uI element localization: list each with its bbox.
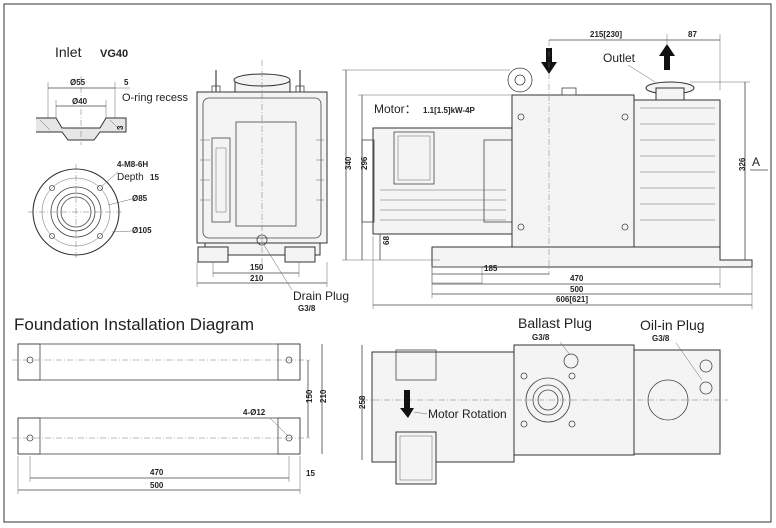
side-dim-500: 500 <box>570 285 584 294</box>
dim-5: 5 <box>124 78 129 87</box>
side-dim-340: 340 <box>344 156 353 170</box>
pump-body <box>511 94 635 248</box>
foundation-dim-150: 150 <box>305 389 314 403</box>
foundation-holes: 4-Ø12 <box>243 408 266 417</box>
lifting-eye <box>507 67 533 93</box>
oil-in-plug-icon <box>699 381 713 395</box>
side-dim-68: 68 <box>382 236 391 245</box>
inlet-flange-top <box>525 377 571 423</box>
side-view: Motor： 1.1[1.5]kW-4P Outlet 215[230] 87 … <box>342 30 768 309</box>
flange-depth-val: 15 <box>150 173 159 182</box>
dim-d40: Ø40 <box>72 97 88 106</box>
terminal-box <box>393 131 435 185</box>
top-dim-258: 258 <box>358 395 367 409</box>
motor-spec: 1.1[1.5]kW-4P <box>423 106 476 115</box>
dim-d55: Ø55 <box>70 78 86 87</box>
side-dim-296: 296 <box>360 156 369 170</box>
motor-label: Motor： <box>374 102 417 116</box>
front-view: 150 210 Drain Plug G3/8 <box>196 60 349 313</box>
side-dim-185: 185 <box>484 264 498 273</box>
terminal-box-top <box>395 431 437 485</box>
view-a-label: A <box>752 155 760 169</box>
rotation-arrow-icon <box>400 390 414 418</box>
side-dim-326: 326 <box>738 157 747 171</box>
drawing-border <box>3 3 772 523</box>
bolt-hole <box>49 233 55 239</box>
inlet-section: Inlet VG40 Ø55 Ø40 5 O-ring recess 3 4-M… <box>28 44 189 260</box>
front-panel <box>235 121 297 227</box>
side-dim-470: 470 <box>570 274 584 283</box>
foundation-dim-470: 470 <box>150 468 164 477</box>
drain-plug-size: G3/8 <box>298 304 316 313</box>
oil-in-label: Oil-in Plug <box>640 317 705 333</box>
side-dim-87: 87 <box>688 30 697 39</box>
outlet-arrow-icon <box>659 44 675 70</box>
rotation-label: Motor Rotation <box>428 407 507 421</box>
inlet-arrow-icon <box>541 48 557 74</box>
motor-body <box>372 127 514 235</box>
bolt-hole <box>97 233 103 239</box>
flange-d105: Ø105 <box>132 226 152 235</box>
foundation-section: Foundation Installation Diagram 4-Ø12 15… <box>12 315 328 494</box>
foundation-dim-500: 500 <box>150 481 164 490</box>
front-dim-210: 210 <box>250 274 264 283</box>
foundation-dim-15: 15 <box>306 469 315 478</box>
ballast-label: Ballast Plug <box>518 315 592 331</box>
flange-depth: Depth <box>117 172 144 183</box>
foundation-dim-210: 210 <box>319 389 328 403</box>
side-dim-606: 606[621] <box>556 295 588 304</box>
dim-3: 3 <box>116 125 125 130</box>
inlet-title: Inlet <box>55 44 82 60</box>
drain-plug-label: Drain Plug <box>293 289 349 303</box>
ballast-plug-icon <box>563 353 579 369</box>
bolt-hole <box>49 185 55 191</box>
pump-top <box>513 344 635 456</box>
flange-d85: Ø85 <box>132 194 148 203</box>
front-foot-left <box>197 246 229 263</box>
top-view: Motor Rotation Ballast Plug G3/8 Oil-in … <box>358 315 728 485</box>
front-foot-right <box>284 246 316 263</box>
oring-label: O-ring recess <box>122 92 189 104</box>
foundation-title: Foundation Installation Diagram <box>14 315 254 334</box>
base-plate <box>431 246 753 268</box>
flange-thread: 4-M8-6H <box>117 160 148 169</box>
front-dim-150: 150 <box>250 263 264 272</box>
ballast-size: G3/8 <box>532 333 550 342</box>
bolt-hole <box>97 185 103 191</box>
inlet-model: VG40 <box>100 48 128 60</box>
pump-cylinder <box>633 99 721 249</box>
oil-in-size: G3/8 <box>652 334 670 343</box>
side-dim-215: 215[230] <box>590 30 622 39</box>
outlet-label: Outlet <box>603 51 636 65</box>
